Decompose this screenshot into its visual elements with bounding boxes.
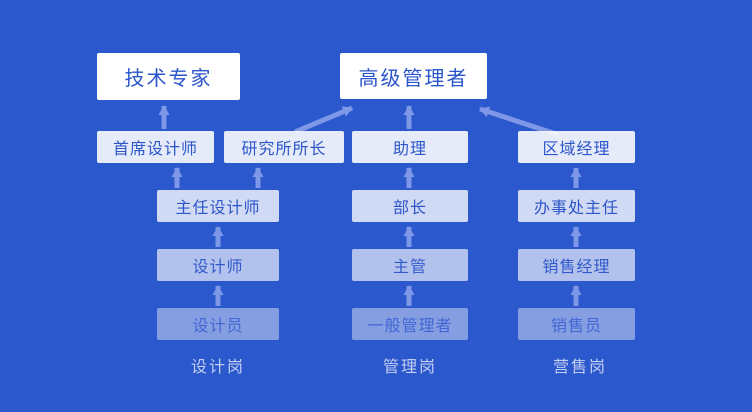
node-institute-director: 研究所所长	[224, 131, 344, 163]
footer-management-track: 管理岗	[382, 359, 437, 376]
node-supervisor: 主管	[352, 249, 468, 281]
node-minister: 部长	[352, 190, 468, 222]
footer-design-track: 设计岗	[190, 359, 245, 376]
footer-sales-track: 营售岗	[552, 359, 607, 376]
node-tech-expert: 技术专家	[97, 53, 240, 100]
node-chief-of-design: 主任设计师	[157, 190, 279, 222]
node-assistant: 助理	[352, 131, 468, 163]
arrow-institute-director-to-senior-manager	[294, 105, 353, 135]
node-senior-manager: 高级管理者	[340, 53, 487, 99]
node-chief-designer: 首席设计师	[97, 131, 214, 163]
node-office-director: 办事处主任	[518, 190, 635, 222]
node-general-manager: 一般管理者	[352, 308, 468, 340]
node-regional-manager: 区域经理	[518, 131, 635, 163]
node-sales-manager: 销售经理	[518, 249, 635, 281]
node-designer: 设计师	[157, 249, 279, 281]
node-salesperson: 销售员	[518, 308, 635, 340]
node-draftsman: 设计员	[157, 308, 279, 340]
